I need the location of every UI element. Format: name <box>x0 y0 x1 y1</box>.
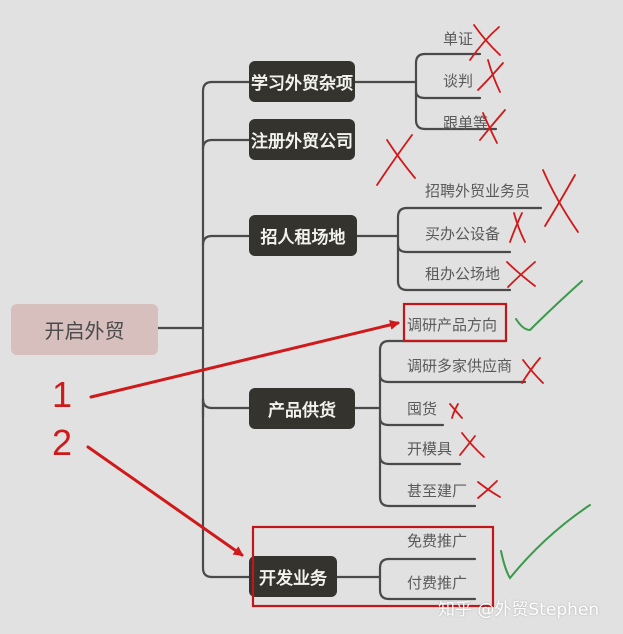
annotation-number-1: 1 <box>52 374 73 415</box>
leaf-label: 免费推广 <box>407 531 468 550</box>
branch-label: 招人租场地 <box>260 228 346 248</box>
leaf-node-research-product[interactable]: 调研产品方向 <box>407 312 497 336</box>
leaf-node-paid-promotion[interactable]: 付费推广 <box>407 570 467 594</box>
watermark: 知乎 @外贸Stephen <box>438 600 600 620</box>
leaf-label: 甚至建厂 <box>407 481 468 500</box>
leaf-label: 开模具 <box>407 439 453 458</box>
branch-node-develop-business[interactable]: 开发业务 <box>249 556 337 597</box>
leaf-label: 单证 <box>443 29 474 48</box>
branch-node-register-company[interactable]: 注册外贸公司 <box>249 119 355 160</box>
leaf-label: 谈判 <box>443 71 474 90</box>
leaf-node-research-suppliers[interactable]: 调研多家供应商 <box>407 353 512 377</box>
leaf-node-open-mold[interactable]: 开模具 <box>407 436 452 460</box>
branch-label: 开发业务 <box>259 569 327 589</box>
branch-node-product-supply[interactable]: 产品供货 <box>249 388 355 429</box>
leaf-label: 租办公场地 <box>425 264 501 283</box>
leaf-label: 囤货 <box>407 399 438 418</box>
leaf-label: 调研多家供应商 <box>407 356 513 375</box>
annotation-number-2: 2 <box>52 422 73 463</box>
branch-node-learn-trade[interactable]: 学习外贸杂项 <box>249 61 355 102</box>
branch-label: 注册外贸公司 <box>251 132 353 152</box>
branch-label: 学习外贸杂项 <box>251 74 353 94</box>
leaf-label: 招聘外贸业务员 <box>425 181 531 200</box>
leaf-node-stockpile[interactable]: 囤货 <box>407 396 437 420</box>
leaf-node-rent-office[interactable]: 租办公场地 <box>425 261 500 285</box>
trunk-connector <box>201 80 214 579</box>
root-node[interactable]: 开启外贸 <box>11 304 158 355</box>
leaf-node-build-factory[interactable]: 甚至建厂 <box>407 478 467 502</box>
leaf-node-documents[interactable]: 单证 <box>443 26 473 50</box>
leaf-label: 付费推广 <box>407 573 468 592</box>
branch-label: 产品供货 <box>268 401 336 421</box>
leaf-node-buy-equipment[interactable]: 买办公设备 <box>425 221 500 245</box>
branch-node-hire-rent[interactable]: 招人租场地 <box>249 215 357 256</box>
leaf-node-order-followup[interactable]: 跟单等 <box>443 110 488 134</box>
leaf-node-free-promotion[interactable]: 免费推广 <box>407 528 467 552</box>
leaf-label: 跟单等 <box>443 113 489 132</box>
leaf-label: 买办公设备 <box>425 224 501 243</box>
root-label: 开启外贸 <box>44 319 125 343</box>
leaf-node-negotiation[interactable]: 谈判 <box>443 68 473 92</box>
leaf-node-hire-salesperson[interactable]: 招聘外贸业务员 <box>425 178 530 202</box>
leaf-label: 调研产品方向 <box>407 315 498 334</box>
